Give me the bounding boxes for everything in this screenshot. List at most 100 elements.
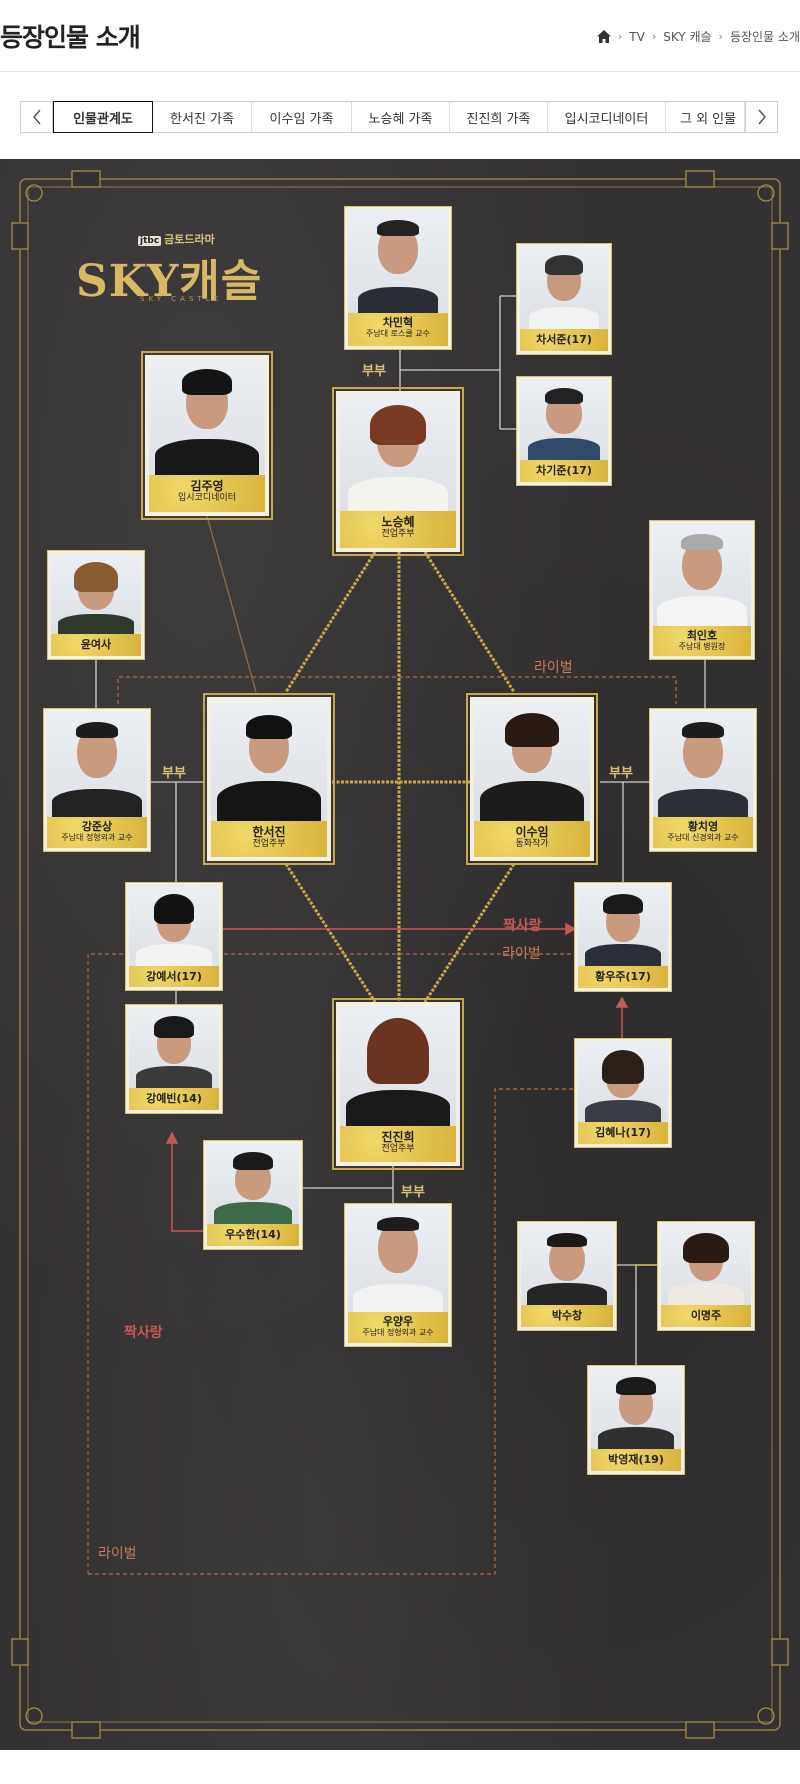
character-role: 전업주부 (381, 1144, 415, 1155)
spouse-label-cha-no: 부부 (362, 364, 386, 379)
spouse-label-kang-han: 부부 (162, 766, 186, 781)
tab-others[interactable]: 그 외 인물 (666, 102, 745, 132)
character-photo (129, 1008, 219, 1088)
character-card-kimjuyoung[interactable]: 김주영 입시코디네이터 (141, 351, 273, 520)
tab-coordinator[interactable]: 입시코디네이터 (548, 102, 666, 132)
character-card-kangyebin[interactable]: 강예빈(14) (126, 1005, 222, 1113)
home-icon[interactable] (596, 30, 611, 43)
character-name: 김주영 (190, 479, 224, 493)
character-role: 입시코디네이터 (178, 493, 236, 504)
character-photo (520, 380, 608, 460)
chevron-right-icon: › (718, 30, 723, 43)
character-photo (578, 1042, 668, 1122)
character-name: 김혜나(17) (595, 1126, 651, 1139)
character-card-kangjunsang[interactable]: 강준상 주남대 정형외과 교수 (44, 709, 150, 851)
chevron-right-icon: › (651, 30, 657, 43)
character-card-chaseojun[interactable]: 차서준(17) (517, 244, 611, 354)
character-name: 노승혜 (381, 515, 415, 529)
diagram-lines (11, 170, 789, 1739)
character-photo (207, 1144, 299, 1224)
rival-label-bottom: 라이벌 (98, 1546, 137, 1562)
breadcrumb-current[interactable]: 등장인물 소개 (729, 30, 800, 44)
character-photo (47, 712, 147, 817)
character-role: 주남대 정형외과 교수 (362, 1328, 434, 1338)
character-name: 박수창 (551, 1309, 583, 1322)
character-card-parksuchang[interactable]: 박수창 (518, 1222, 616, 1330)
jtbc-logo: jtbc (138, 236, 162, 246)
character-card-yunyeosa[interactable]: 윤여사 (48, 551, 144, 659)
character-photo (520, 247, 608, 329)
page-title: 등장인물 소개 (0, 23, 141, 52)
logo-title: SKY캐슬 (76, 256, 263, 307)
tab-jinjinhee-family[interactable]: 진진희 가족 (450, 102, 548, 132)
coordinator-line (206, 515, 257, 693)
character-name: 황우주(17) (595, 970, 651, 983)
character-name: 윤여사 (80, 638, 112, 651)
character-name: 강준상 (81, 820, 113, 833)
tab-relationship-map[interactable]: 인물관계도 (53, 101, 153, 133)
character-name: 최인호 (686, 629, 718, 642)
tab-noseunghye-family[interactable]: 노승혜 가족 (352, 102, 450, 132)
breadcrumb-tv[interactable]: TV (629, 29, 645, 44)
character-card-chagijun[interactable]: 차기준(17) (517, 377, 611, 485)
character-card-hanseojin[interactable]: 한서진 전업주부 (203, 693, 335, 865)
breadcrumb: › TV › SKY 캐슬 › 등장인물 소개 (596, 28, 800, 45)
character-photo (51, 554, 141, 634)
character-photo (348, 1207, 448, 1312)
character-name: 진진희 (381, 1130, 415, 1144)
tab-leesuim-family[interactable]: 이수임 가족 (252, 102, 352, 132)
spouse-label-hwang-lee: 부부 (609, 766, 633, 781)
page-footer-spacer (0, 1750, 800, 1784)
character-photo (661, 1225, 751, 1305)
character-card-woosuhan[interactable]: 우수한(14) (204, 1141, 302, 1249)
character-name: 박영재(19) (608, 1453, 664, 1466)
crush-label-suhan: 짝사랑 (124, 1325, 163, 1341)
character-card-hwangwooju[interactable]: 황우주(17) (575, 883, 671, 991)
tab-next-button[interactable] (745, 102, 777, 132)
ornamental-frame (11, 170, 789, 1739)
chevron-left-icon (32, 109, 41, 125)
character-card-noseunghye[interactable]: 노승혜 전업주부 (332, 387, 464, 556)
character-photo (149, 359, 265, 475)
character-role: 주남대 병원장 (678, 642, 726, 652)
character-name: 강예서(17) (146, 970, 202, 983)
character-photo (211, 701, 327, 821)
character-role: 전업주부 (381, 529, 415, 540)
character-name: 이명주 (690, 1309, 722, 1322)
tab-hanseojin-family[interactable]: 한서진 가족 (153, 102, 252, 132)
breadcrumb-show[interactable]: SKY 캐슬 (663, 30, 712, 44)
character-name: 우양우 (382, 1315, 414, 1328)
character-card-leemyungju[interactable]: 이명주 (658, 1222, 754, 1330)
character-card-chaminhyuk[interactable]: 차민혁 주남대 로스쿨 교수 (345, 207, 451, 349)
character-card-parkyoungjae[interactable]: 박영재(19) (588, 1366, 684, 1474)
character-photo (578, 886, 668, 966)
character-photo (591, 1369, 681, 1449)
character-card-wooyangwoo[interactable]: 우양우 주남대 정형외과 교수 (345, 1204, 451, 1346)
page-header: 등장인물 소개 › TV › SKY 캐슬 › 등장인물 소개 (0, 0, 800, 72)
character-photo (521, 1225, 613, 1305)
rival-label-mid: 라이벌 (502, 946, 541, 962)
crush-label-yeseo: 짝사랑 (503, 918, 542, 934)
character-card-jinjinhee[interactable]: 진진희 전업주부 (332, 998, 464, 1170)
character-card-hwangchiyoung[interactable]: 황치영 주남대 신경외과 교수 (650, 709, 756, 851)
rival-rope-lines (284, 551, 516, 1003)
rival-boxes (87, 676, 677, 1575)
character-name: 우수한(14) (225, 1228, 281, 1241)
character-photo (653, 524, 751, 626)
character-name: 이수임 (515, 825, 549, 839)
character-photo (340, 395, 456, 511)
tab-prev-button[interactable] (21, 102, 53, 132)
family-lines (95, 295, 706, 1366)
character-photo (348, 210, 448, 313)
character-name: 황치영 (687, 820, 719, 833)
character-card-leesuim[interactable]: 이수임 동화작가 (466, 693, 598, 865)
character-card-kimhyena[interactable]: 김혜나(17) (575, 1039, 671, 1147)
character-role: 주남대 로스쿨 교수 (366, 329, 430, 339)
character-card-choeinho[interactable]: 최인호 주남대 병원장 (650, 521, 754, 659)
character-card-kangyeseo[interactable]: 강예서(17) (126, 883, 222, 990)
character-name: 차서준(17) (536, 333, 592, 346)
chevron-right-icon: › (617, 30, 623, 43)
character-name: 차민혁 (382, 316, 414, 329)
